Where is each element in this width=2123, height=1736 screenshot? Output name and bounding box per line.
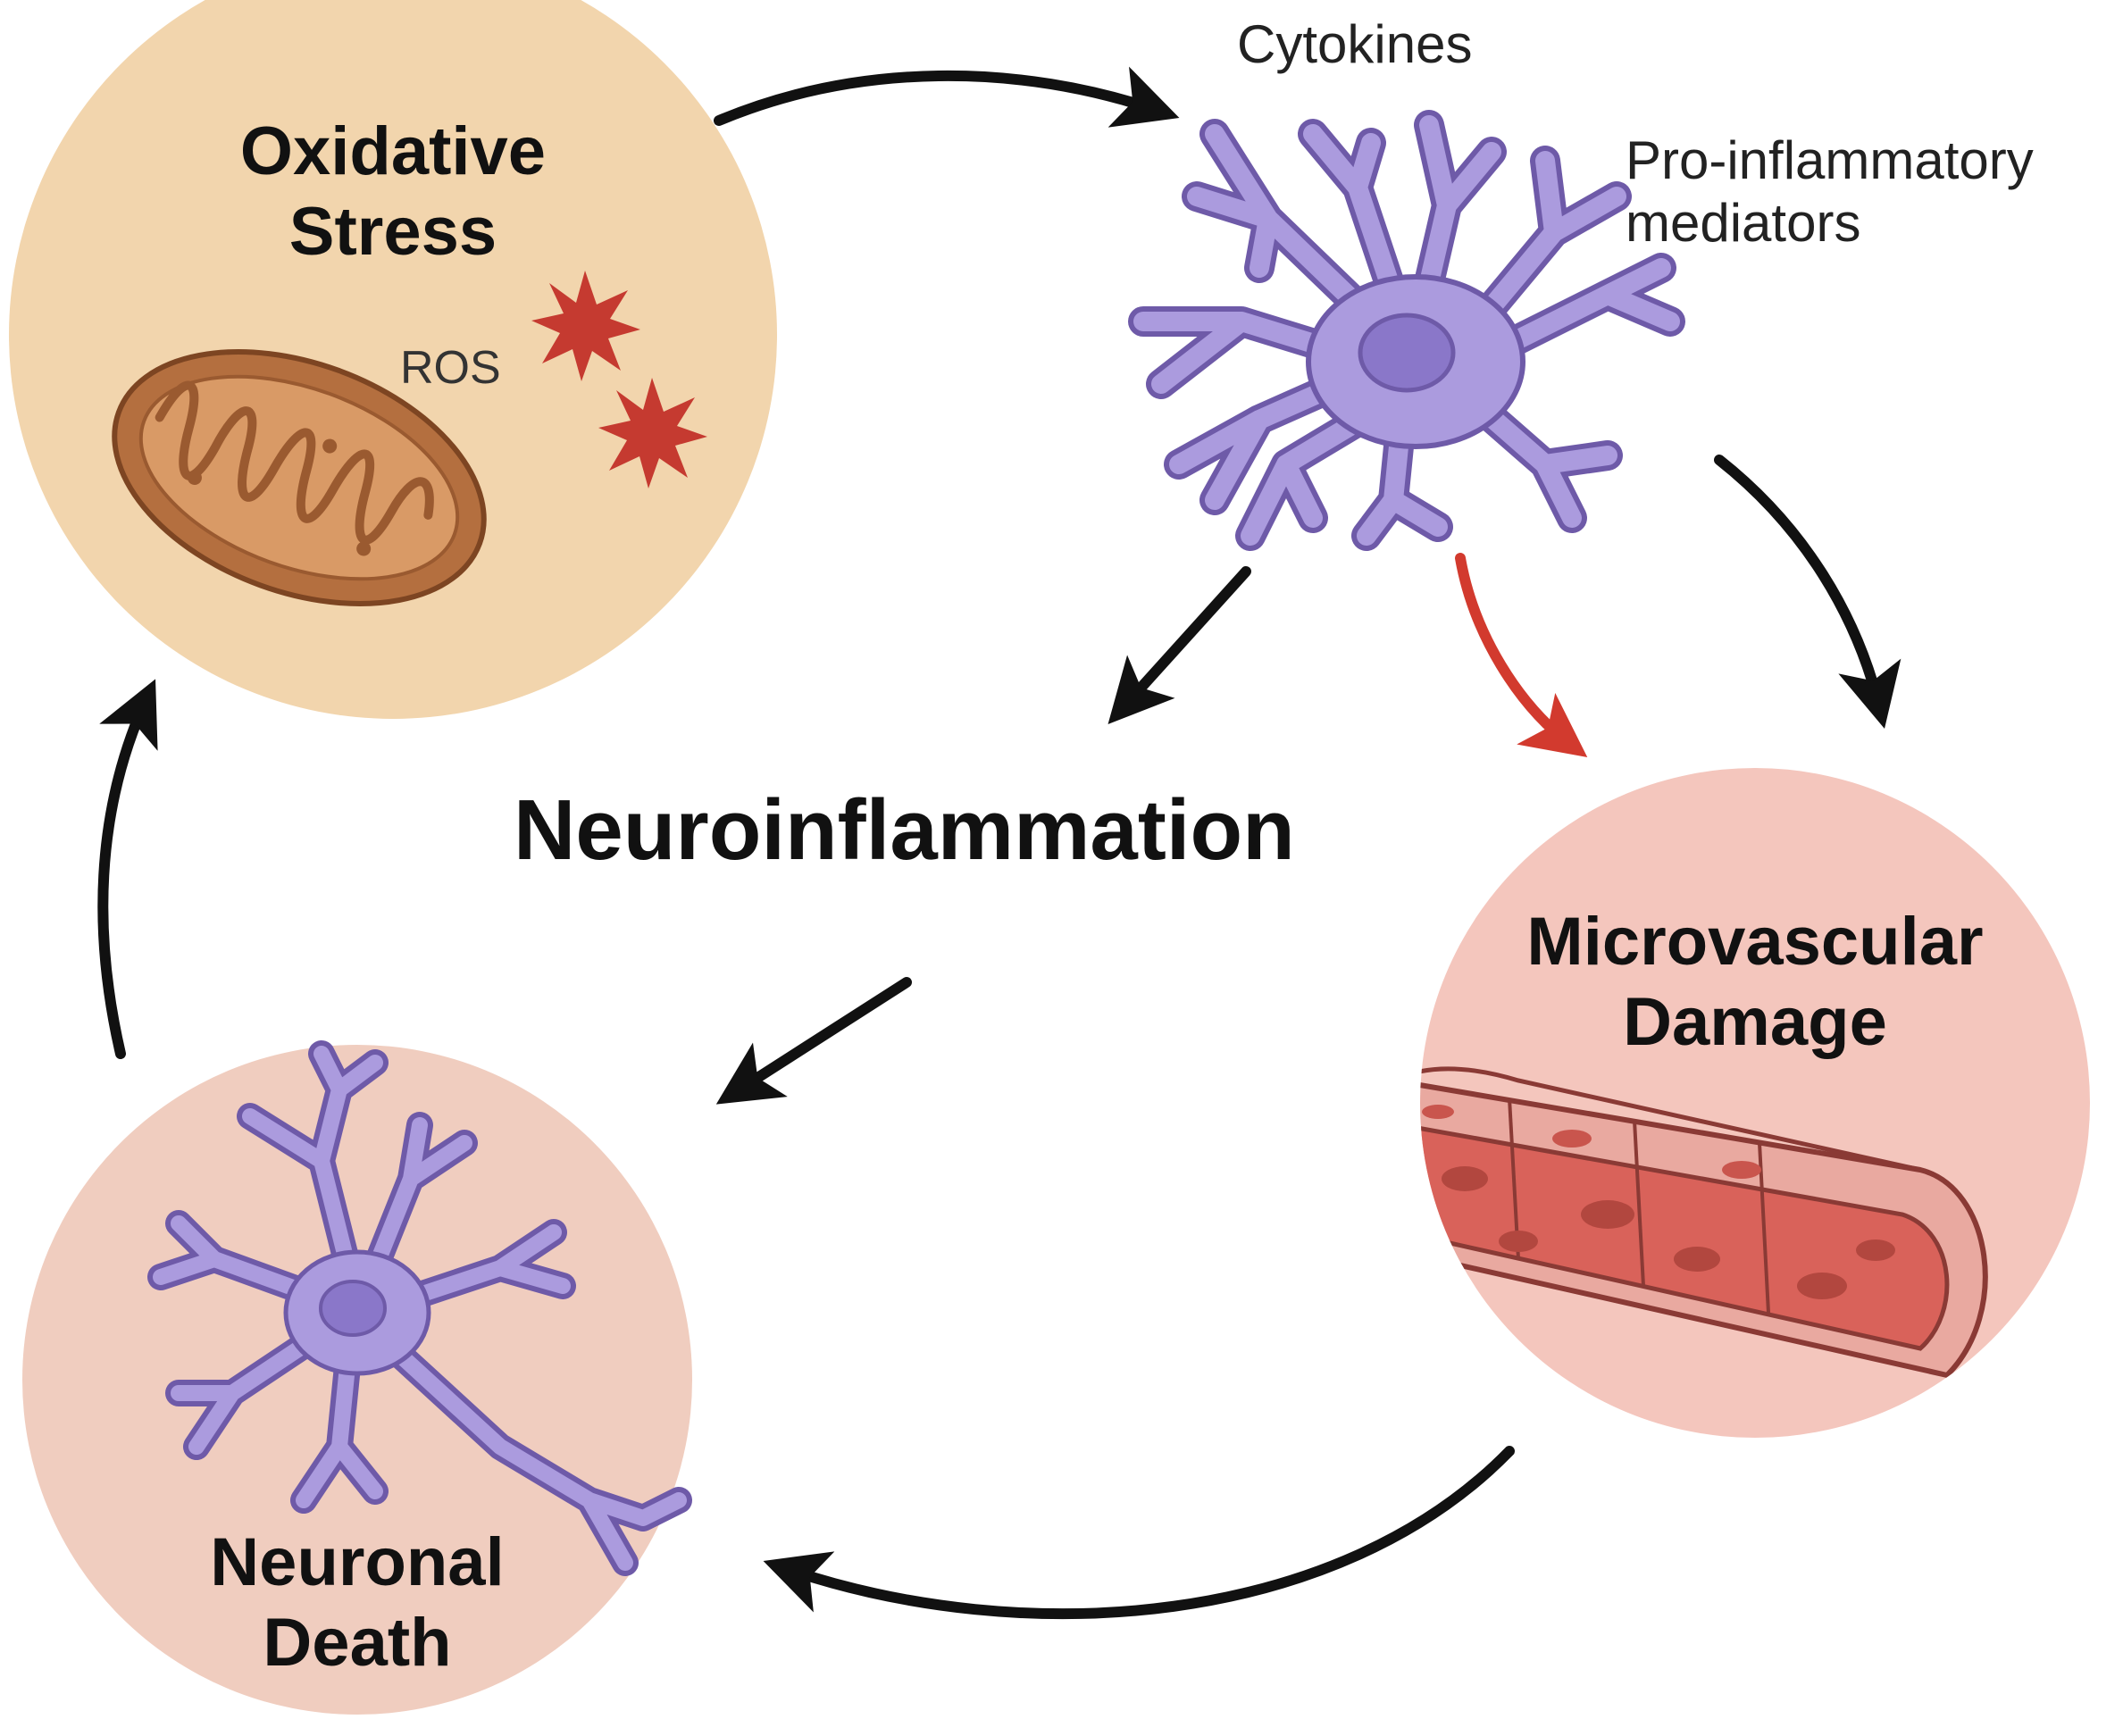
arrow-neuroinflammation-to-neuronal-death	[715, 977, 912, 1105]
neuronal-death-title: Neuronal Death	[134, 1523, 581, 1683]
pro-inflammatory-line1: Pro-inflammatory	[1626, 130, 2034, 190]
ros-label: ROS	[400, 342, 501, 394]
glial-cell-icon	[1128, 110, 1685, 551]
neuronal-death-line1: Neuronal	[210, 1524, 505, 1600]
arrow-oxidative-to-cytokines	[714, 66, 1180, 128]
arrow-glia-to-microvascular	[1714, 455, 1902, 730]
oxidative-stress-circle	[9, 0, 777, 719]
ros-star-icon	[531, 271, 640, 381]
neuronal-death-line2: Death	[263, 1605, 452, 1681]
pro-inflammatory-line2: mediators	[1626, 193, 1861, 253]
neuron-icon	[147, 1040, 692, 1576]
ros-star-icon	[598, 378, 707, 488]
microvascular-damage-line2: Damage	[1623, 984, 1887, 1060]
oxidative-stress-title: Oxidative Stress	[170, 112, 616, 272]
mitochondrion-icon	[112, 349, 487, 606]
arrow-glia-to-neuroinflammation	[1107, 566, 1251, 725]
pro-inflammatory-label: Pro-inflammatory mediators	[1626, 129, 2034, 255]
arrow-neuronal-death-to-oxidative	[97, 679, 158, 1059]
microvascular-damage-line1: Microvascular	[1526, 904, 1984, 980]
oxidative-stress-line2: Stress	[288, 194, 497, 270]
blood-vessel-icon	[1420, 1066, 1988, 1379]
microvascular-damage-title: Microvascular Damage	[1442, 902, 2068, 1063]
cytokines-label: Cytokines	[1237, 14, 1473, 74]
neuroinflammation-title: Neuroinflammation	[514, 782, 1295, 878]
oxidative-stress-line1: Oxidative	[239, 113, 547, 189]
arrow-glia-to-microvascular-red	[1455, 553, 1588, 757]
arrow-microvascular-to-neuronal-death	[763, 1446, 1515, 1620]
